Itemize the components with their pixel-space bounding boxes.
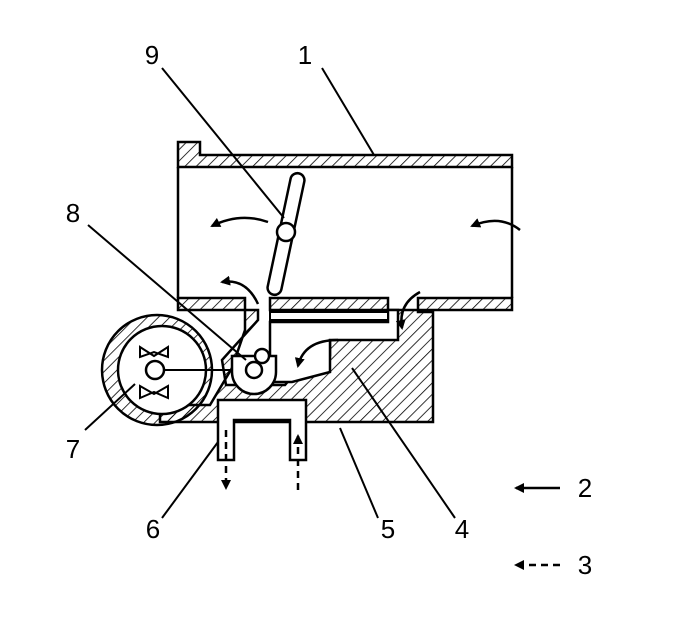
rotary-valve (230, 347, 278, 396)
callout-6: 6 (146, 514, 160, 544)
motor (100, 313, 240, 427)
callout-8: 8 (66, 198, 80, 228)
housing-bottom-wall (176, 296, 514, 312)
callout-3: 3 (578, 550, 592, 580)
callout-4: 4 (455, 514, 469, 544)
callout-9: 9 (145, 40, 159, 70)
callout-2: 2 (578, 473, 592, 503)
throttle-plate (266, 171, 306, 297)
leader-lines (84, 67, 456, 519)
callout-5: 5 (381, 514, 395, 544)
coolant-fitting (216, 398, 308, 462)
coolant-flow-arrows (221, 430, 303, 490)
housing-outline (176, 167, 514, 298)
airflow-arrows (210, 216, 521, 368)
callout-7: 7 (66, 434, 80, 464)
callout-1: 1 (298, 40, 312, 70)
housing-top-wall (176, 140, 514, 169)
